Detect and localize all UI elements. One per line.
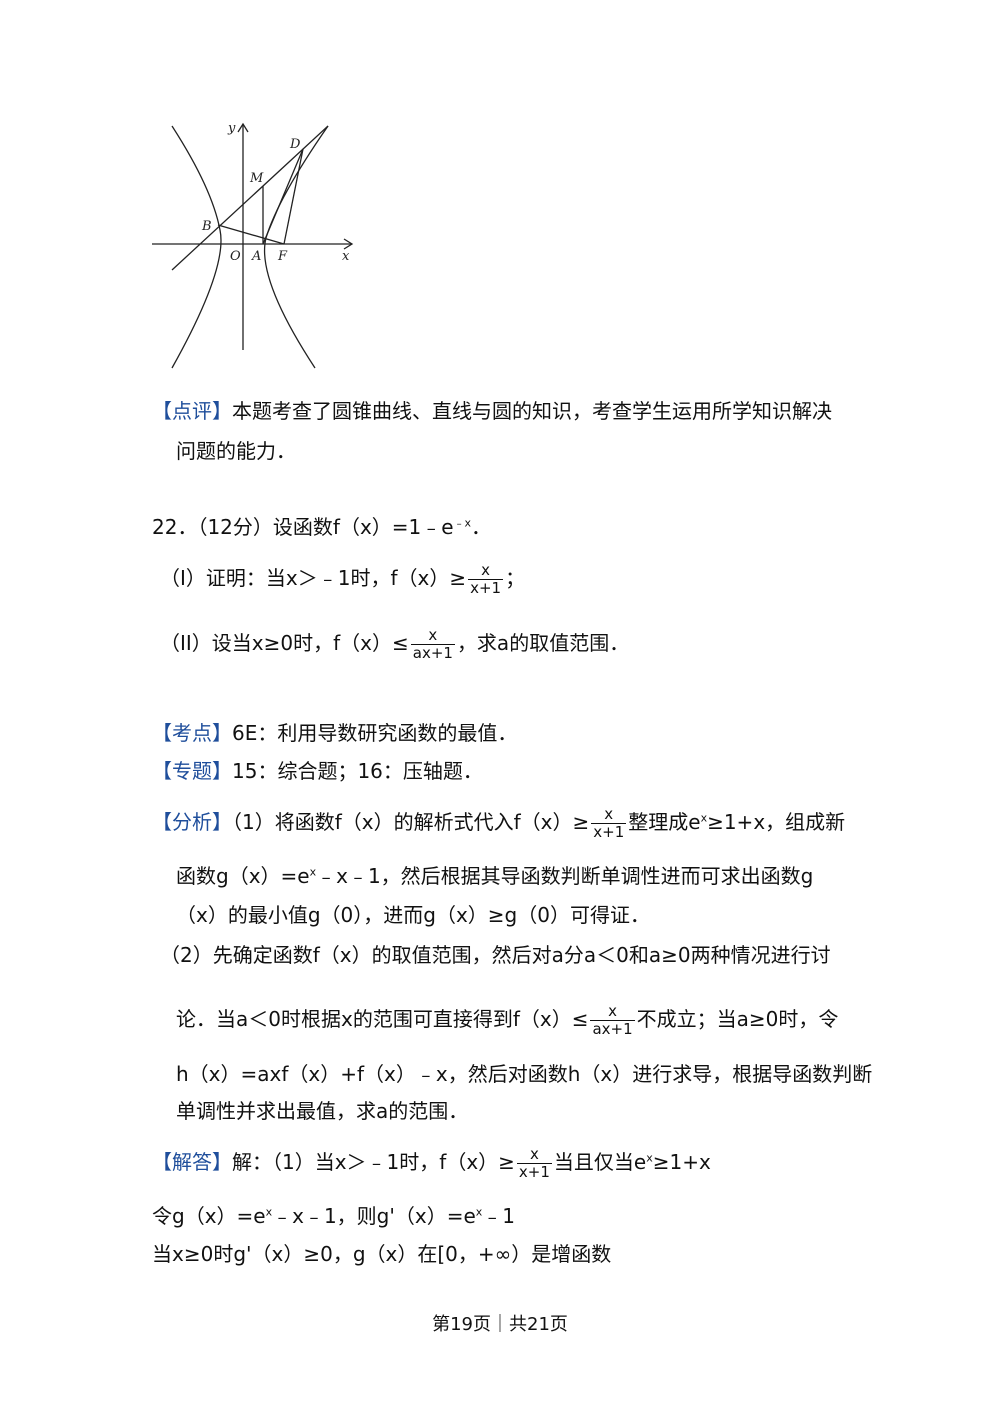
geometry-figure: y x D M B O A F [152, 121, 354, 369]
jieda-text-2: 令g（x）=e [152, 1204, 266, 1228]
jieda-sup-1: x [646, 1151, 653, 1165]
fenxi-text-3: （x）的最小值g（0），进而g（x）≥g（0）可得证． [176, 903, 650, 927]
hyperbola-left-branch [171, 125, 222, 369]
kaodian-tag: 【考点】 [152, 721, 232, 745]
fraction-numerator: x [410, 627, 455, 645]
fenxi-sup-2: x [309, 865, 317, 879]
fraction-denominator: x+1 [470, 579, 502, 597]
jieda-sup-2: x [265, 1205, 273, 1219]
fraction-numerator: x [591, 806, 627, 824]
fenxi-text-2b: ﹣x﹣1，然后根据其导函数判断单调性进而可求出函数g [316, 864, 814, 888]
label-a: A [251, 249, 261, 264]
zhuanti-line: 【专题】15：综合题；16：压轴题． [152, 757, 483, 785]
fenxi-text-1b: 整理成e [628, 810, 701, 834]
problem-header-sup: ﹣x [453, 516, 472, 530]
label-m: M [249, 171, 264, 186]
jieda-text-1: 解：（1）当x＞﹣1时，f（x）≥ [232, 1150, 515, 1174]
jieda-line-2: 令g（x）=ex﹣x﹣1，则g'（x）=ex﹣1 [152, 1202, 515, 1230]
fenxi-text-6: h（x）=axf（x）+f（x）﹣x，然后对函数h（x）进行求导，根据导函数判断 [176, 1062, 873, 1086]
comment-line-2: 问题的能力． [176, 437, 296, 465]
label-y: y [227, 121, 236, 136]
segment-da [262, 148, 304, 245]
jieda-line-3: 当x≥0时g'（x）≥0，g（x）在[0，+∞）是增函数 [152, 1240, 611, 1268]
jieda-text-2c: ﹣1 [482, 1204, 516, 1228]
fraction-denominator: ax+1 [592, 1020, 633, 1038]
comment-text-2: 问题的能力． [176, 439, 296, 463]
segment-df [283, 148, 304, 245]
fraction-denominator: ax+1 [412, 644, 453, 662]
fraction-numerator: x [590, 1003, 635, 1021]
fraction-denominator: x+1 [593, 823, 625, 841]
kaodian-line: 【考点】6E：利用导数研究函数的最值． [152, 719, 517, 747]
page-footer: 第19页｜共21页 [432, 1314, 568, 1335]
x-axis-arrow [343, 238, 354, 250]
label-f: F [277, 249, 288, 264]
y-axis-arrow [237, 122, 249, 133]
fenxi-line-7: 单调性并求出最值，求a的范围． [176, 1097, 468, 1125]
fenxi-tag: 【分析】 [152, 810, 232, 834]
part1-end: ； [505, 566, 526, 590]
comment-text-1: 本题考查了圆锥曲线、直线与圆的知识，考查学生运用所学知识解决 [232, 399, 832, 423]
fenxi-text-1: （1）将函数f（x）的解析式代入f（x）≥ [232, 810, 590, 834]
fenxi-text-4: （2）先确定函数f（x）的取值范围，然后对a分a＜0和a≥0两种情况进行讨 [160, 943, 831, 967]
label-x: x [342, 249, 350, 264]
jieda-text-1c: ≥1+x [652, 1150, 711, 1174]
part2-end: ，求a的取值范围． [456, 631, 630, 655]
label-o: O [230, 249, 241, 264]
problem-header: 22．（12分）设函数f（x）=1﹣e﹣x． [152, 513, 491, 541]
line-bd [171, 125, 329, 271]
fenxi-text-5b: 不成立；当a≥0时，令 [636, 1007, 839, 1031]
fenxi-text-5: 论．当a＜0时根据x的范围可直接得到f（x）≤ [176, 1007, 589, 1031]
fenxi-line-3: （x）的最小值g（0），进而g（x）≥g（0）可得证． [176, 901, 650, 929]
fenxi-text-7: 单调性并求出最值，求a的范围． [176, 1099, 469, 1123]
kaodian-text: 6E：利用导数研究函数的最值． [232, 721, 518, 745]
fenxi-line-4: （2）先确定函数f（x）的取值范围，然后对a分a＜0和a≥0两种情况进行讨 [160, 941, 831, 969]
jieda-text-1b: 当且仅当e [553, 1150, 647, 1174]
fenxi-sup-1: x [700, 811, 708, 825]
zhuanti-text: 15：综合题；16：压轴题． [232, 759, 483, 783]
comment-tag: 【点评】 [152, 399, 232, 423]
fraction-numerator: x [516, 1146, 552, 1164]
jieda-sup-2b: x [475, 1205, 483, 1219]
jieda-tag: 【解答】 [152, 1150, 232, 1174]
fraction-denominator: x+1 [518, 1163, 550, 1181]
zhuanti-tag: 【专题】 [152, 759, 232, 783]
hyperbola-right-branch [263, 125, 329, 369]
fenxi-line-6: h（x）=axf（x）+f（x）﹣x，然后对函数h（x）进行求导，根据导函数判断 [176, 1060, 872, 1088]
problem-header-text: 22．（12分）设函数f（x）=1﹣e [152, 515, 454, 539]
part2-text: （II）设当x≥0时，f（x）≤ [160, 631, 409, 655]
part1-text: （I）证明：当x＞﹣1时，f（x）≥ [160, 566, 467, 590]
problem-header-end: ． [471, 515, 492, 539]
segment-bf [217, 224, 285, 245]
label-d: D [289, 137, 301, 152]
fenxi-text-2: 函数g（x）=e [176, 864, 310, 888]
fenxi-line-2: 函数g（x）=ex﹣x﹣1，然后根据其导函数判断单调性进而可求出函数g [176, 862, 813, 890]
jieda-text-3: 当x≥0时g'（x）≥0，g（x）在[0，+∞）是增函数 [152, 1242, 612, 1266]
comment-line-1: 【点评】本题考查了圆锥曲线、直线与圆的知识，考查学生运用所学知识解决 [152, 397, 832, 425]
fraction-numerator: x [468, 562, 504, 580]
fenxi-text-1c: ≥1+x，组成新 [707, 810, 846, 834]
jieda-text-2b: ﹣x﹣1，则g'（x）=e [272, 1204, 476, 1228]
label-b: B [201, 219, 212, 234]
